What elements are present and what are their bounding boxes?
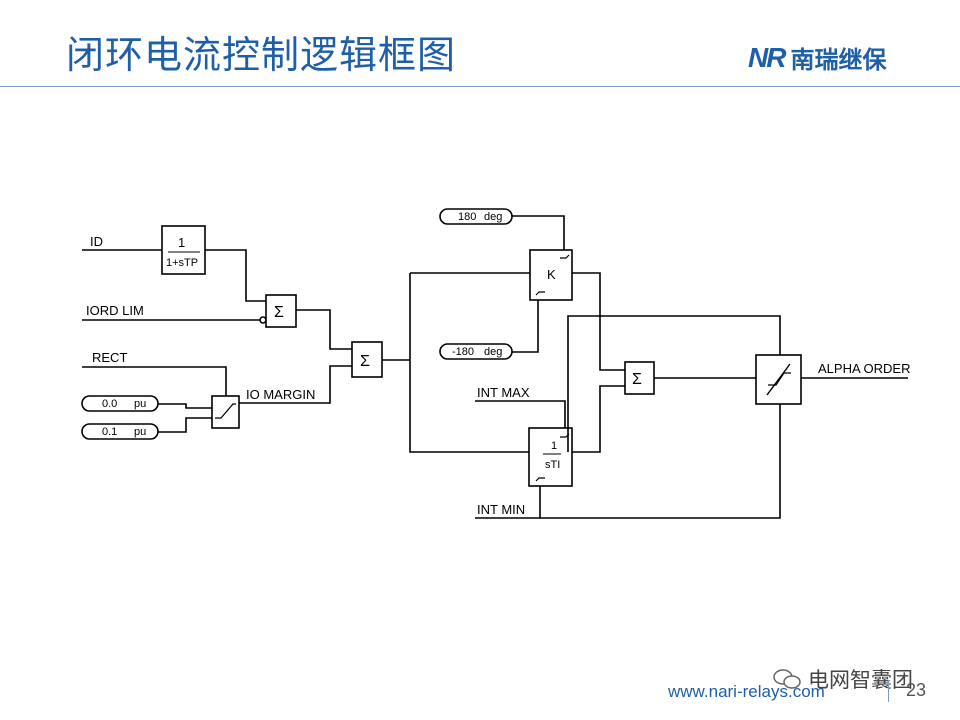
sum1-symbol: Σ xyxy=(274,304,284,321)
wire-gain-out xyxy=(572,272,625,371)
lag-denominator: 1+sTP xyxy=(166,257,198,269)
integrator-block xyxy=(528,427,573,487)
sum2-block xyxy=(351,341,383,378)
limiter-diagonal xyxy=(766,363,791,396)
const-neg180-capsule xyxy=(439,343,513,360)
lag-numerator: 1 xyxy=(178,235,185,250)
page-number: 23 xyxy=(906,680,927,700)
wire-const-0-1 xyxy=(158,417,212,433)
footer-website: www.nari-relays.com xyxy=(668,682,825,701)
switch-symbol xyxy=(215,403,236,419)
wire-io-margin xyxy=(239,365,352,404)
logo-text: 南瑞继保 xyxy=(790,46,887,74)
label-io-margin: IO MARGIN xyxy=(246,387,315,402)
const-0-0-value: 0.0 xyxy=(102,398,117,410)
gain-lower-limit-mark xyxy=(535,291,545,296)
integrator-denominator: sTI xyxy=(545,459,560,471)
const-180-capsule xyxy=(439,208,513,225)
wire-integrator-out xyxy=(572,385,625,453)
integrator-lower-limit-mark xyxy=(535,477,545,482)
label-int-min: INT MIN xyxy=(477,502,525,517)
const-0-1-unit: pu xyxy=(134,426,146,438)
limiter-curve xyxy=(768,372,791,386)
footer-divider xyxy=(888,680,889,702)
gain-upper-limit-mark xyxy=(560,254,570,259)
label-alpha-order: ALPHA ORDER xyxy=(818,361,910,376)
gain-symbol: K xyxy=(547,267,556,282)
company-logo: NR 南瑞继保 xyxy=(748,40,886,75)
sum2-symbol: Σ xyxy=(360,353,370,370)
logo-mark: NR xyxy=(748,41,786,73)
wire-int-max xyxy=(475,400,566,428)
page-title: 闭环电流控制逻辑框图 xyxy=(66,33,457,77)
const-neg180-value: -180 xyxy=(452,346,474,358)
wire-lag-out xyxy=(205,249,266,302)
wire-const-0-0 xyxy=(158,403,212,409)
const-180-unit: deg xyxy=(484,211,502,223)
const-0-1-value: 0.1 xyxy=(102,426,117,438)
const-180-value: 180 xyxy=(458,211,476,223)
wire-const-180 xyxy=(512,215,565,250)
switch-block xyxy=(211,395,240,429)
label-iord-lim: IORD LIM xyxy=(86,303,144,318)
label-int-max: INT MAX xyxy=(477,385,530,400)
wire-limiter-upper xyxy=(567,315,781,452)
label-rect: RECT xyxy=(92,350,127,365)
wire-const-neg180 xyxy=(512,300,539,353)
watermark-text: 电网智囊团 xyxy=(808,668,913,692)
sum1-block xyxy=(265,294,297,328)
watermark: 电网智囊团 xyxy=(772,664,913,694)
const-0-0-capsule xyxy=(81,395,159,412)
sum3-block xyxy=(624,361,655,395)
wire-rect xyxy=(82,366,227,396)
const-neg180-unit: deg xyxy=(484,346,502,358)
const-0-1-capsule xyxy=(81,423,159,440)
label-id: ID xyxy=(90,234,103,249)
wechat-icon xyxy=(773,669,801,689)
integrator-numerator: 1 xyxy=(551,440,557,452)
sum3-symbol: Σ xyxy=(632,371,642,388)
wire-limiter-lower xyxy=(540,404,781,519)
const-0-0-unit: pu xyxy=(134,398,146,410)
sum1-negation-mark xyxy=(259,316,267,324)
wire-sum1-out xyxy=(296,309,352,350)
wire-error-branch xyxy=(409,273,529,453)
title-divider xyxy=(0,86,960,87)
